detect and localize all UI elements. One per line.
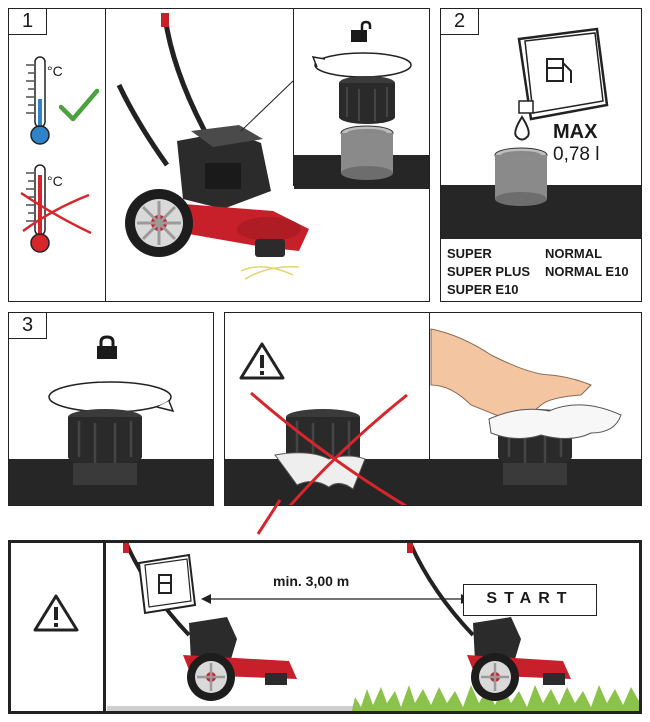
- step-3-number: 3: [9, 313, 47, 339]
- cross-icon: [20, 191, 92, 235]
- cloth-icon: [274, 452, 366, 490]
- step-3-panel: 3: [8, 312, 214, 506]
- fuel-type-left-2: SUPER PLUS: [447, 264, 531, 279]
- distance-label: min. 3,00 m: [273, 573, 350, 589]
- step-2-panel: 2 MAX 0,78 l SUPER SUPER PLUS SUPER E10 …: [440, 8, 642, 302]
- fuel-cap-closed-icon: [68, 409, 142, 485]
- unlock-icon: [351, 20, 372, 42]
- temp-unit-top: °C: [47, 63, 63, 79]
- bare-ground: [107, 706, 357, 711]
- grass-area: [351, 685, 639, 711]
- tank-neck-icon: [340, 125, 394, 180]
- mower-start-illustration: [407, 543, 571, 701]
- lock-icon: [97, 335, 117, 359]
- inset-divider: [293, 9, 294, 186]
- checkmark-icon: [58, 88, 100, 122]
- fuel-drop-icon: [514, 115, 530, 141]
- warning-icon: [239, 342, 285, 380]
- wrong-cross-tail: [256, 499, 282, 535]
- step-2-number: 2: [441, 9, 479, 35]
- max-quantity: 0,78 l: [553, 144, 600, 165]
- wrong-cross-icon: [250, 391, 408, 505]
- cleaning-divider: [429, 313, 430, 505]
- fuel-type-left-3: SUPER E10: [447, 282, 519, 297]
- fuel-can-icon: [517, 27, 609, 121]
- cleaning-panel: [224, 312, 642, 506]
- fuel-type-left-1: SUPER: [447, 246, 492, 261]
- fuel-cap-icon: [339, 76, 395, 124]
- step-1-panel: 1 °C °C: [8, 8, 430, 302]
- max-label: MAX: [553, 121, 598, 143]
- mower-illustration: [116, 13, 309, 280]
- callout-line: [240, 80, 294, 132]
- fuel-type-right-2: NORMAL E10: [545, 264, 629, 279]
- hand-wiping-icon: [430, 328, 622, 439]
- step-1-number: 1: [9, 9, 47, 35]
- mower-refuel-illustration: [123, 543, 297, 701]
- bottom-divider: [103, 543, 106, 711]
- panel-divider: [105, 9, 106, 301]
- thermometer-ok-icon: [26, 56, 50, 145]
- temp-unit-bottom: °C: [47, 173, 63, 189]
- fuel-type-right-1: NORMAL: [545, 246, 603, 261]
- tank-neck-icon: [494, 147, 548, 206]
- start-sign: START: [463, 584, 597, 616]
- warning-icon: [33, 594, 79, 632]
- fuel-can-sign-icon: [137, 553, 197, 615]
- start-distance-panel: min. 3,00 m START: [8, 540, 642, 714]
